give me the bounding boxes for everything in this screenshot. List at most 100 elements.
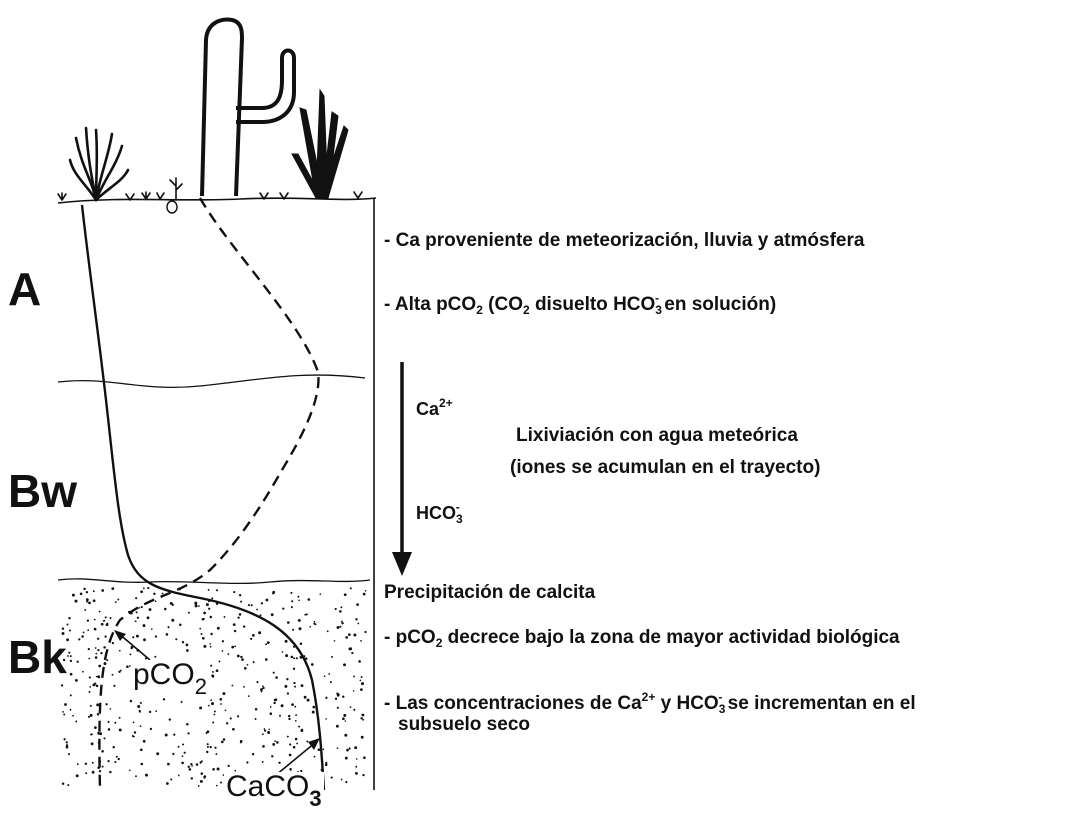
stipple-dot [353,675,355,677]
stipple-dot [216,589,218,591]
stipple-dot [262,733,264,735]
stipple-dot [81,635,84,638]
stipple-dot [75,679,78,682]
stipple-dot [256,609,258,611]
stipple-dot [298,619,301,622]
note-high-pco2-a: - Alta pCO [384,294,476,315]
caco3-label-sub: 3 [309,786,321,811]
stipple-dot [217,768,220,771]
pco2-curve-label: pCO2 [131,660,209,698]
note-conc-a: - Las concentraciones de Ca [384,693,642,714]
stipple-dot [209,643,211,645]
note-high-pco2-sub1: 2 [476,303,483,317]
stipple-dot [325,764,328,767]
stipple-dot [342,696,344,698]
note-ca-source: - Ca proveniente de meteorización, lluvi… [384,230,864,253]
stipple-dot [108,728,111,731]
stipple-dot [337,694,340,697]
stipple-dot [141,763,144,766]
stipple-dot [243,686,245,688]
note-precipitation: Precipitación de calcita [384,582,595,605]
stipple-dot [212,722,214,724]
note-high-pco2-d: en solución) [659,294,776,315]
stipple-dot [314,756,316,758]
stipple-dot [344,734,347,737]
stipple-dot [355,618,357,620]
stipple-dot [92,771,95,774]
stipple-dot [96,703,99,706]
stipple-dot [179,624,182,627]
stipple-dot [307,699,310,702]
stipple-dot [260,688,263,691]
stipple-dot [208,608,210,610]
stipple-dot [201,633,203,635]
stipple-dot [109,617,111,619]
leaching-arrowhead [392,552,412,576]
pco2-curve [99,198,318,790]
stipple-dot [207,743,209,745]
stipple-dot [285,640,288,643]
stipple-dot [66,746,69,749]
stipple-dot [240,656,242,658]
stipple-dot [182,755,184,757]
stipple-dot [282,607,284,609]
stipple-dot [137,617,139,619]
stipple-dot [231,685,233,687]
stipple-dot [98,665,101,668]
stipple-dot [169,718,171,720]
stipple-dot [291,656,294,659]
stipple-dot [262,687,264,689]
stipple-dot [107,721,109,723]
stipple-dot [360,640,362,642]
stipple-dot [186,649,189,652]
stipple-dot [353,709,355,711]
stipple-dot [345,757,348,760]
stipple-dot [340,606,342,608]
stipple-dot [365,590,367,592]
stipple-dot [172,753,174,755]
stipple-dot [325,697,327,699]
stipple-dot [351,652,353,654]
stipple-dot [270,706,272,708]
stipple-dot [182,641,184,643]
stipple-dot [149,711,151,713]
stipple-dot [350,587,352,589]
stipple-dot [214,714,216,716]
stipple-dot [339,626,341,628]
stipple-dot [97,649,99,651]
stipple-dot [116,756,118,758]
stipple-dot [83,631,85,633]
stipple-dot [265,643,267,645]
stipple-dot [231,646,234,649]
stipple-dot [111,587,114,590]
note-high-pco2: - Alta pCO2 (CO2 disuelto HCO3- en soluc… [384,291,776,317]
stipple-dot [290,592,292,594]
stipple-dot [105,703,107,705]
stipple-dot [361,676,363,678]
stipple-dot [250,638,252,640]
stipple-dot [344,593,347,596]
stipple-dot [62,627,64,629]
ion-bicarbonate-charge: - [456,500,460,514]
stipple-dot [203,645,206,648]
stipple-dot [72,594,75,597]
stipple-dot [101,750,104,753]
stipple-dot [353,634,356,637]
note-leaching-subtitle: (iones se acumulan en el trayecto) [510,457,820,480]
cactus-icon [202,20,294,196]
stipple-dot [288,718,290,720]
stipple-dot [360,717,362,719]
stipple-dot [72,715,74,717]
stipple-dot [147,587,149,589]
caco3-label-text: CaCO [226,770,309,803]
stipple-dot [136,635,139,638]
stipple-dot [336,725,339,728]
stipple-dot [226,722,228,724]
stipple-dot [103,737,105,739]
stipple-dot [206,603,209,606]
stipple-dot [132,636,134,638]
stipple-dot [97,638,99,640]
stipple-dot [287,621,290,624]
stipple-dot [233,591,235,593]
